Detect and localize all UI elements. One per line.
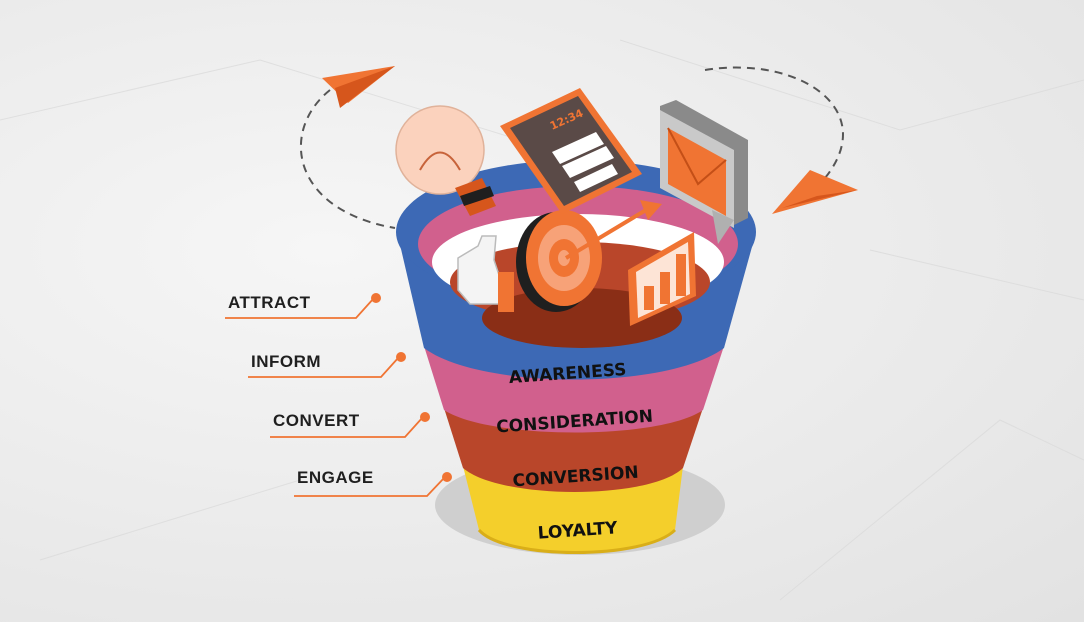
dashed-loop-left xyxy=(299,89,396,229)
dashed-loop-right xyxy=(704,66,844,179)
bar-chart-icon xyxy=(628,232,696,326)
leader-dot-inform xyxy=(396,352,406,362)
leader-inform xyxy=(248,356,400,378)
leader-dot-engage xyxy=(442,472,452,482)
leader-dot-attract xyxy=(371,293,381,303)
paper-plane-icon xyxy=(772,170,858,214)
target-icon xyxy=(516,200,662,312)
band-conversion xyxy=(444,408,703,492)
envelope-icon xyxy=(660,100,748,244)
label-convert: CONVERT xyxy=(273,411,360,430)
leader-convert xyxy=(270,416,424,438)
label-inform: INFORM xyxy=(251,352,322,371)
light-bulb-icon xyxy=(395,105,496,216)
smartphone-icon: 12:34 xyxy=(500,88,642,214)
leader-attract xyxy=(225,297,375,319)
paper-plane-icon xyxy=(322,66,395,108)
thumbs-up-icon xyxy=(457,235,514,312)
leader-engage xyxy=(294,476,446,497)
label-engage: ENGAGE xyxy=(297,468,374,487)
leader-dot-convert xyxy=(420,412,430,422)
label-attract: ATTRACT xyxy=(228,293,311,312)
